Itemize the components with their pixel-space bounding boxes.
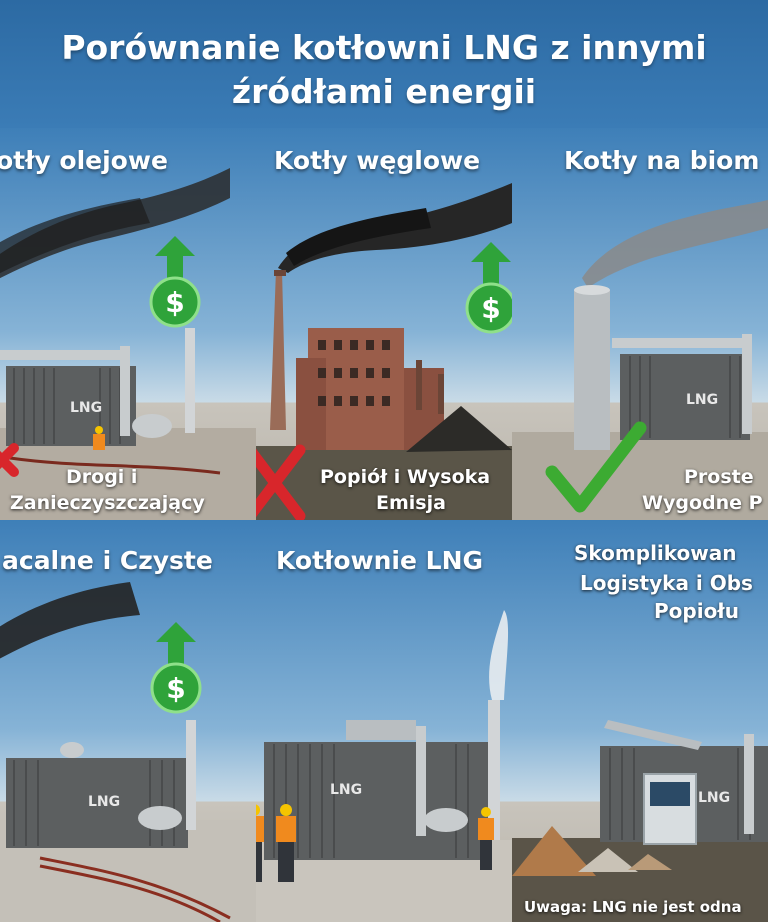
caption-line-2: Zanieczyszczający bbox=[10, 492, 205, 514]
oil-boiler-illustration bbox=[0, 168, 256, 520]
panel-clean-energy: acalne i Czyste LNG $ bbox=[0, 520, 256, 922]
panel-lng-boiler-houses: Kotłownie LNG LNG bbox=[256, 520, 512, 922]
container-label: LNG bbox=[698, 790, 731, 806]
panel-coal-boilers: Kotły węglowe $ Popiół i Wysoka Emisja bbox=[256, 128, 512, 520]
lng-boiler-illustration bbox=[256, 610, 512, 922]
caption-line-1: Popiół i Wysoka bbox=[320, 466, 491, 488]
biomass-boiler-illustration bbox=[512, 200, 768, 520]
panel-title: acalne i Czyste bbox=[2, 546, 213, 575]
container-label: LNG bbox=[70, 400, 103, 416]
caption-line-2: Emisja bbox=[376, 492, 446, 514]
panel-complicated-logistics: Skomplikowan Logistyka i Obs Popiołu LNG… bbox=[512, 520, 768, 922]
header: Porównanie kotłowni LNG z innymi źródłam… bbox=[0, 0, 768, 128]
page-title: Porównanie kotłowni LNG z innymi źródłam… bbox=[0, 26, 768, 114]
caption-line-1: Proste bbox=[684, 466, 754, 488]
panel-biomass-boilers: Kotły na biom LNG Proste Wygodne P bbox=[512, 128, 768, 520]
page-title-line-1: Porównanie kotłowni LNG z innymi bbox=[61, 28, 707, 67]
panel-title: Kotłownie LNG bbox=[276, 546, 484, 575]
panel-title: Kotły na biom bbox=[564, 146, 760, 175]
caption-line-2: Wygodne P bbox=[642, 492, 763, 514]
panel-title-line-3: Popiołu bbox=[654, 599, 739, 623]
clean-boiler-illustration bbox=[0, 582, 256, 922]
panel-title-line-1: Skomplikowan bbox=[574, 541, 737, 565]
panel-title: Kotły węglowe bbox=[274, 146, 481, 175]
container-label: LNG bbox=[686, 392, 719, 408]
panel-title: otły olejowe bbox=[0, 146, 168, 175]
page-title-line-2: źródłami energii bbox=[231, 72, 537, 111]
coal-plant-illustration bbox=[256, 183, 512, 520]
caption-line-1: Drogi i bbox=[66, 466, 138, 488]
worker-figure bbox=[256, 804, 494, 882]
container-label: LNG bbox=[88, 794, 121, 810]
footnote: Uwaga: LNG nie jest odna bbox=[524, 898, 742, 916]
panel-oil-boilers: otły olejowe LNG $ Drogi i Zanieczyszcza… bbox=[0, 128, 256, 520]
panel-title-line-2: Logistyka i Obs bbox=[580, 571, 753, 595]
biomass-logistics-illustration bbox=[512, 720, 768, 922]
container-label: LNG bbox=[330, 782, 363, 798]
